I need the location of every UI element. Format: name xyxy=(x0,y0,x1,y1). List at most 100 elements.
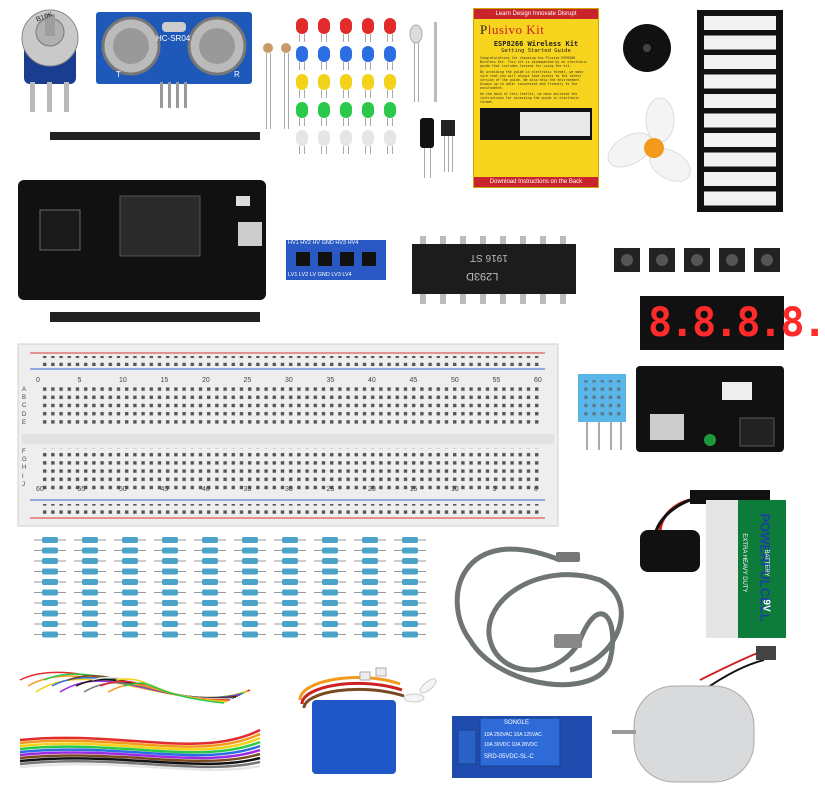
resistor xyxy=(114,547,146,554)
led xyxy=(384,18,396,42)
breadboard-number: 55 xyxy=(77,486,86,493)
seven-segment-display xyxy=(640,296,784,350)
breadboard-row-letter: G xyxy=(22,457,27,464)
led xyxy=(340,18,352,42)
breadboard-number: 45 xyxy=(160,486,169,493)
resistor xyxy=(34,537,66,543)
led xyxy=(318,102,330,126)
resistor xyxy=(394,547,426,554)
jumper-wire xyxy=(19,736,261,751)
jumper-wires xyxy=(19,671,261,772)
breadboard-number: 35 xyxy=(243,486,252,493)
led-grid xyxy=(296,18,396,154)
relay-spec-1: 10A 250VAC 10A 125VAC xyxy=(484,732,542,738)
breadboard xyxy=(17,343,559,527)
motor-driver-chip xyxy=(412,236,576,304)
breadboard-row-letter: J xyxy=(22,481,25,488)
jumper-wire xyxy=(19,740,261,754)
jumper-wire xyxy=(19,744,261,757)
push-button xyxy=(649,248,675,272)
resistor xyxy=(74,631,106,638)
level-shifter xyxy=(286,240,386,280)
led xyxy=(318,18,330,42)
resistor xyxy=(274,600,306,606)
guide-header: Learn Design Innovate Disrupt xyxy=(474,9,598,19)
relay-brand-label: SONGLE xyxy=(504,720,530,726)
resistor xyxy=(274,558,306,564)
breadboard-row-letter: H xyxy=(22,465,27,472)
bar-segment xyxy=(704,133,776,147)
breadboard-row-letter: B xyxy=(22,395,27,402)
led xyxy=(318,74,330,98)
resistor xyxy=(234,547,266,554)
chip-code-label: 1916 ST xyxy=(470,252,508,263)
resistor xyxy=(234,579,266,585)
jumper-wire xyxy=(123,682,225,704)
resistor xyxy=(354,579,386,585)
bar-segment xyxy=(704,152,776,167)
resistor xyxy=(74,621,106,627)
guide-body-2: By providing the guide in electronic for… xyxy=(480,70,584,90)
resistor xyxy=(234,537,266,543)
led xyxy=(362,46,374,70)
resistor xyxy=(114,621,146,627)
resistor xyxy=(314,610,346,617)
guide-body-3: On the back of this leaflet, we have enc… xyxy=(480,92,580,104)
buzzer xyxy=(623,24,671,72)
seven-segment-digits: 8.8.8.8. xyxy=(648,300,825,346)
resistor xyxy=(194,631,226,638)
resistor xyxy=(154,589,186,596)
resistor xyxy=(354,537,386,543)
led xyxy=(384,130,396,154)
resistor xyxy=(194,558,226,564)
resistor xyxy=(194,568,226,575)
breadboard-number: 55 xyxy=(492,377,501,384)
led xyxy=(296,46,308,70)
sensor-t-label: T xyxy=(116,70,121,79)
breadboard-row-letter: D xyxy=(22,411,27,418)
jumper-wire xyxy=(19,760,261,769)
resistor xyxy=(274,579,306,585)
breadboard-number: 15 xyxy=(409,486,418,493)
resistor xyxy=(314,568,346,575)
led xyxy=(384,102,396,126)
resistor xyxy=(74,610,106,617)
guide-title: ESP8266 Wireless Kit xyxy=(493,40,579,48)
resistor xyxy=(394,631,426,638)
resistor xyxy=(394,621,426,627)
resistor xyxy=(74,568,106,575)
breadboard-number: 30 xyxy=(285,377,293,384)
resistor xyxy=(154,558,186,564)
resistor xyxy=(34,631,66,638)
bar-segment xyxy=(704,113,776,128)
resistor xyxy=(154,537,186,543)
led xyxy=(340,46,352,70)
humidity-sensor xyxy=(578,374,626,450)
breadboard-number: 35 xyxy=(326,377,335,384)
resistor xyxy=(354,558,386,564)
resistor xyxy=(34,610,66,617)
resistor xyxy=(354,547,386,554)
resistor xyxy=(74,579,106,585)
potentiometer xyxy=(21,9,79,112)
resistor xyxy=(234,589,266,596)
bar-segment xyxy=(704,16,776,30)
jumper-wire xyxy=(19,762,261,772)
relay-model-label: SRD-05VDC-SL-C xyxy=(484,754,534,760)
breadboard-number: 20 xyxy=(368,486,376,493)
breadboard-row-letter: E xyxy=(22,419,27,426)
guide-brand: Plusivo Kit xyxy=(474,19,598,38)
sensor-model-label: HC-SR04 xyxy=(156,34,191,43)
resistor xyxy=(154,600,186,606)
push-button xyxy=(754,248,780,272)
resistor xyxy=(154,621,186,627)
level-shifter-top-label: HV1 HV2 HV GND HV3 HV4 xyxy=(288,240,359,246)
resistor xyxy=(314,579,346,585)
resistor xyxy=(114,579,146,585)
led xyxy=(296,130,308,154)
resistor xyxy=(34,568,66,575)
bar-segment xyxy=(704,172,776,186)
